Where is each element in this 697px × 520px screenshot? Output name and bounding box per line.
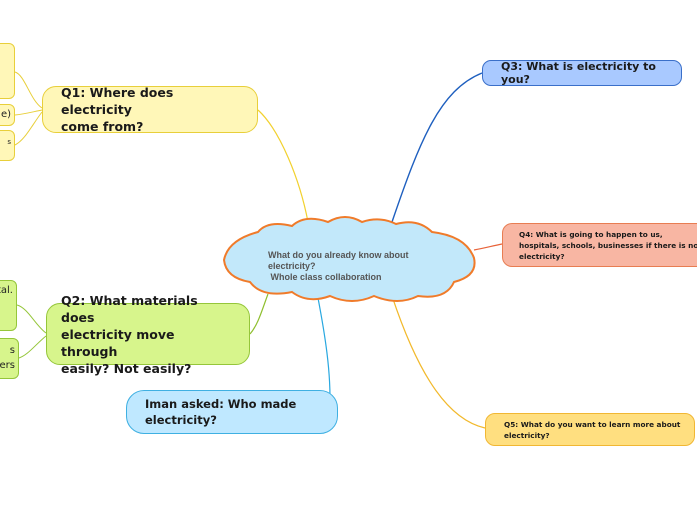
q4-line-3: electricity?	[519, 251, 565, 261]
q4-branch-line	[473, 243, 503, 251]
topic-iman-question[interactable]: Iman asked: Who made electricity?	[126, 390, 338, 434]
iman-branch-line	[317, 297, 331, 399]
q5-line-1: Q5: What do you want to learn more about	[504, 419, 681, 429]
q2-leaf-connector	[16, 304, 47, 359]
q4-line-2: hospitals, schools, businesses if there …	[519, 240, 697, 250]
topic-q4-no-electricity[interactable]: Q4: What is going to happen to us, hospi…	[502, 223, 697, 267]
q1-subtopic-3[interactable]: s	[0, 130, 15, 161]
central-topic[interactable]: What do you already know about electrici…	[268, 250, 438, 283]
q3-branch-line	[391, 72, 483, 223]
q2-subtopic-2-line-1: s	[9, 345, 15, 356]
central-topic-line-3: Whole class collaboration	[268, 272, 382, 282]
q2-subtopic-1-text: tal.	[0, 285, 13, 296]
iman-line-1: Iman asked: Who made	[145, 397, 297, 411]
topic-q1-where-electricity-comes-from[interactable]: Q1: Where does electricity come from?	[42, 85, 258, 134]
q2-line-3: easily? Not easily?	[61, 360, 192, 376]
q1-branch-line	[257, 109, 309, 223]
q2-subtopic-1[interactable]: tal.	[0, 280, 17, 331]
topic-q3-what-is-electricity[interactable]: Q3: What is electricity to you?	[482, 60, 682, 86]
q3-line-1: Q3: What is electricity to you?	[501, 60, 656, 86]
q5-line-2: electricity?	[504, 430, 550, 440]
q2-branch-line	[249, 293, 269, 335]
q2-line-2: electricity move through	[61, 326, 175, 359]
q2-subtopic-2[interactable]: s ers	[0, 338, 19, 379]
q1-subtopic-2[interactable]: e)	[0, 104, 15, 126]
q1-subtopic-3-text: s	[7, 138, 11, 146]
q1-leaf-connector	[14, 71, 43, 146]
topic-q2-materials[interactable]: Q2: What materials does electricity move…	[46, 293, 250, 376]
central-topic-line-2: electricity?	[268, 261, 316, 271]
q5-branch-line	[391, 295, 486, 429]
q1-line-1: Q1: Where does electricity	[61, 85, 174, 117]
central-cloud-shape	[222, 216, 476, 302]
q1-subtopic-1[interactable]	[0, 43, 15, 99]
q1-line-2: come from?	[61, 119, 144, 134]
q1-subtopic-2-text: e)	[0, 109, 11, 120]
q2-subtopic-2-line-2: ers	[0, 360, 15, 371]
q2-line-1: Q2: What materials does	[61, 292, 198, 325]
central-topic-line-1: What do you already know about	[268, 250, 409, 260]
iman-line-2: electricity?	[145, 413, 217, 427]
q4-line-1: Q4: What is going to happen to us,	[519, 229, 663, 239]
topic-q5-learn-more[interactable]: Q5: What do you want to learn more about…	[485, 413, 695, 446]
